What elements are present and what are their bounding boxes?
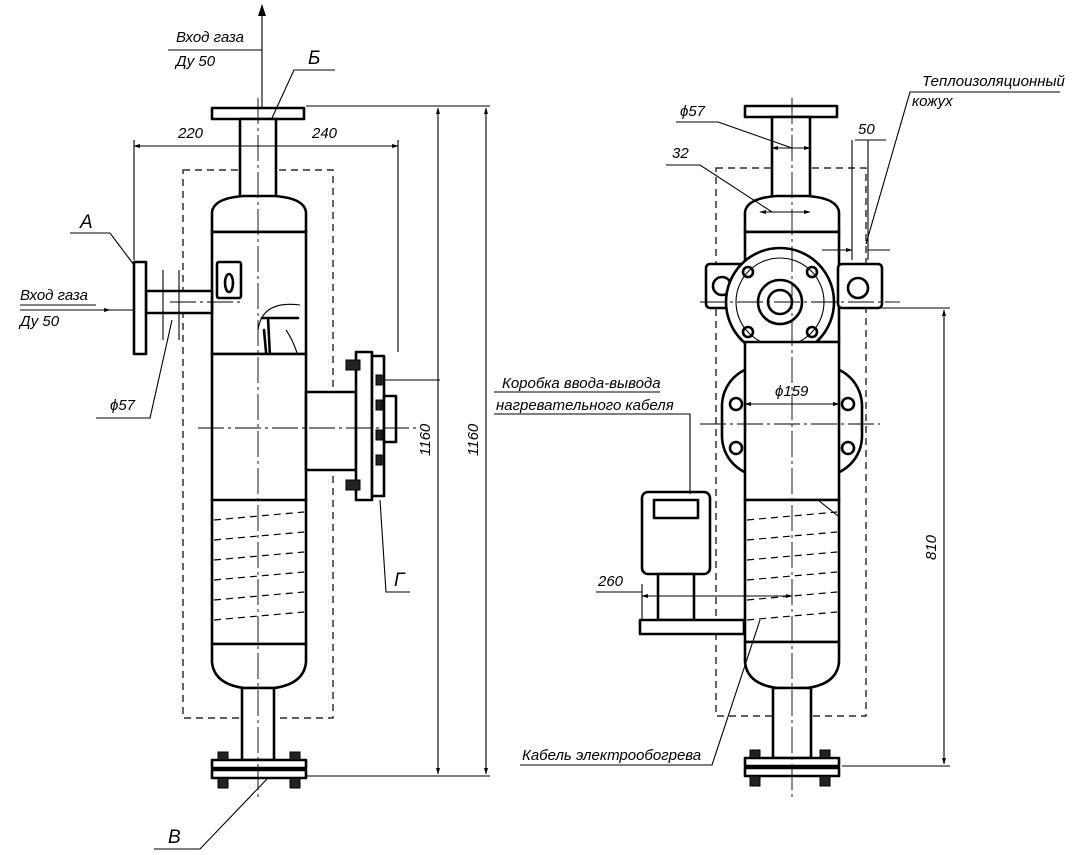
label-dn-top: Ду 50 xyxy=(174,53,216,70)
label-insulation-1: Теплоизоляционный xyxy=(922,73,1066,90)
dim-810: 810 xyxy=(923,534,940,560)
dim-32: 32 xyxy=(672,145,689,162)
label-gas-inlet-top: Вход газа xyxy=(176,29,244,46)
label-mark-v: В xyxy=(168,827,181,848)
label-dn-side: Ду 50 xyxy=(18,313,60,330)
right-view xyxy=(638,98,900,800)
junction-box-mount xyxy=(638,618,746,636)
side-flange xyxy=(132,260,148,356)
dim-50: 50 xyxy=(858,121,875,138)
label-junction-box-2: нагревательного кабеля xyxy=(496,397,674,414)
dim-phi159: ϕ159 xyxy=(775,383,809,400)
left-view xyxy=(20,4,420,800)
side-branch xyxy=(304,390,358,472)
side-branch-flange xyxy=(354,350,374,502)
label-insulation-2: кожух xyxy=(912,93,953,110)
dim-240: 240 xyxy=(311,125,338,142)
dim-phi57-right: ϕ57 xyxy=(680,103,706,120)
dim-1160-outer: 1160 xyxy=(465,423,482,456)
dim-260: 260 xyxy=(597,573,624,590)
top-head-left xyxy=(210,194,308,234)
label-junction-box-1: Коробка ввода-вывода xyxy=(502,375,661,392)
dim-1160-inner: 1160 xyxy=(417,423,434,456)
label-mark-a: А xyxy=(79,212,93,233)
dim-220: 220 xyxy=(177,125,204,142)
left-dimensions xyxy=(70,69,490,850)
bottom-head-left xyxy=(210,642,308,690)
label-mark-b: Б xyxy=(308,48,320,69)
right-dimensions xyxy=(494,91,1060,767)
label-gas-inlet-side: Вход газа xyxy=(20,287,88,304)
label-mark-g: Г xyxy=(394,570,406,591)
label-heating-cable: Кабель электрообогрева xyxy=(522,747,701,764)
dim-phi57-left: ϕ57 xyxy=(110,397,136,414)
